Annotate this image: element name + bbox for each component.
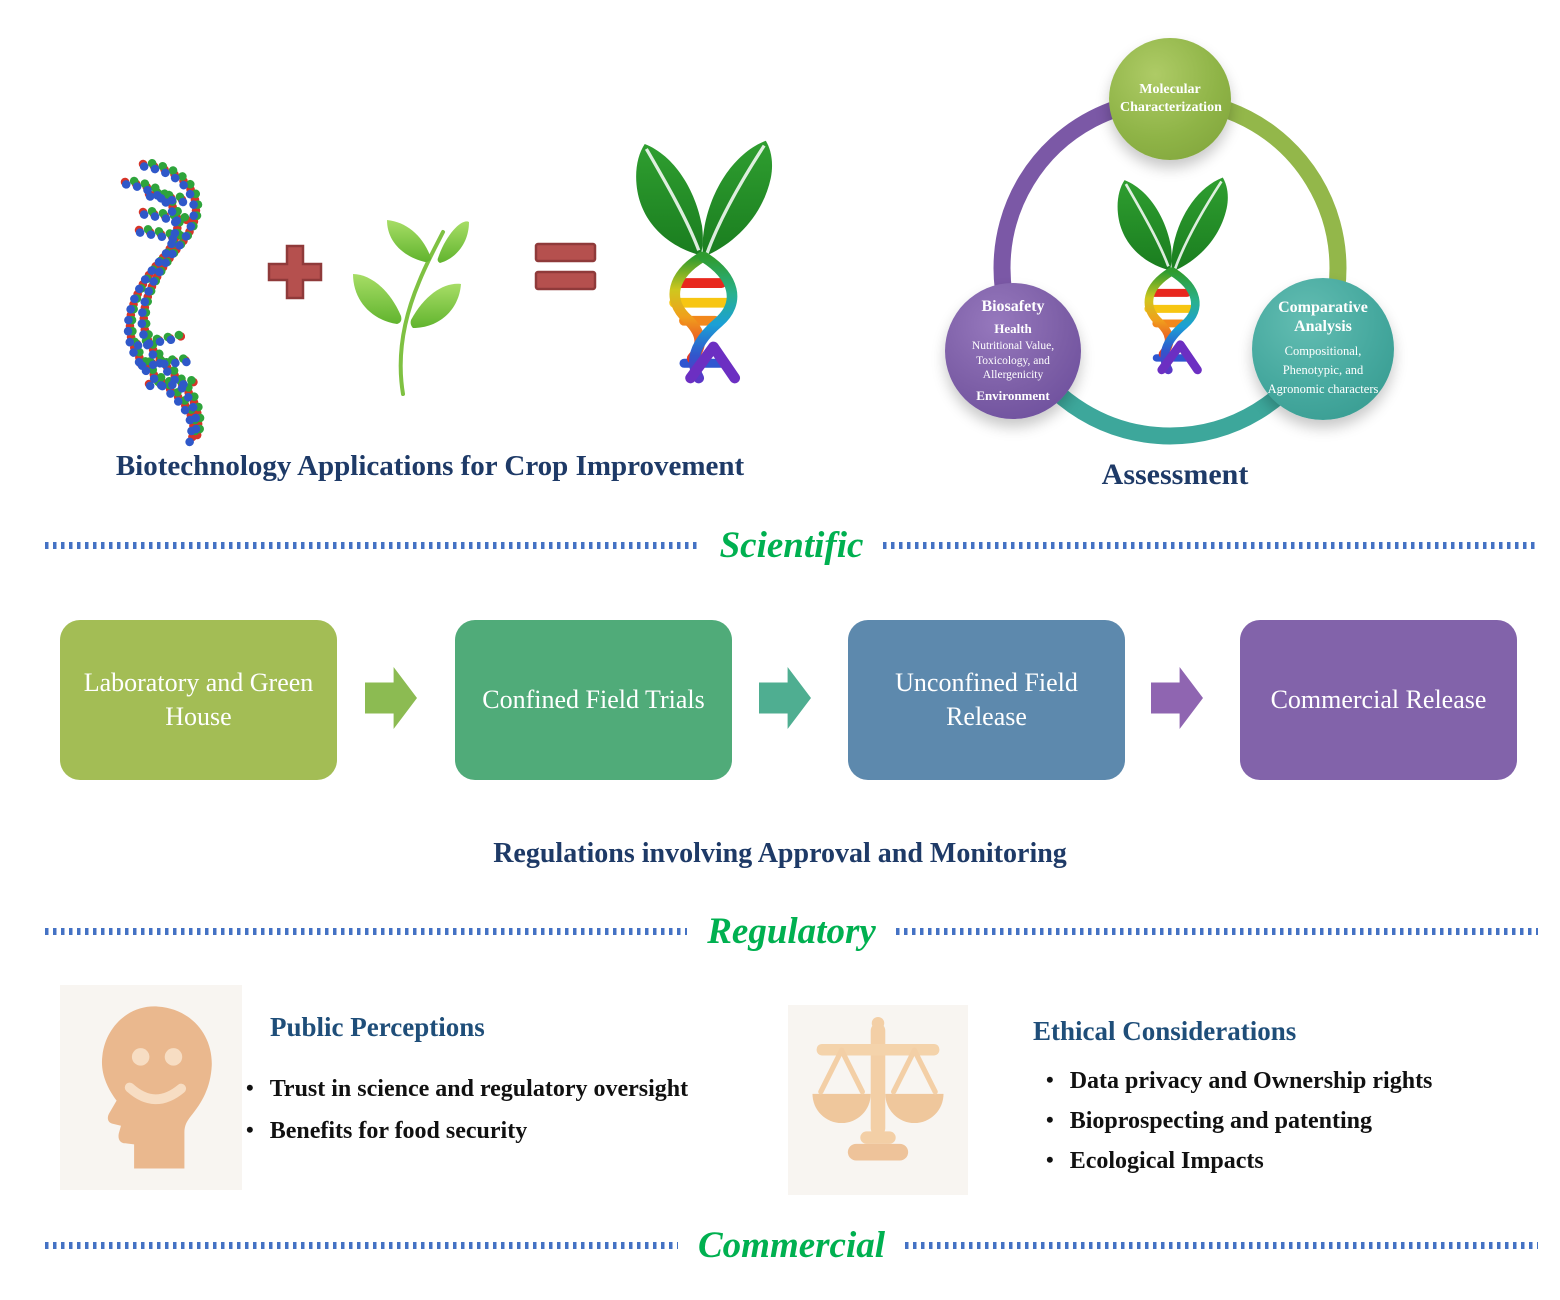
divider-label: Scientific bbox=[719, 524, 864, 566]
balance-scales-icon bbox=[812, 1016, 944, 1161]
stage-unconfined-field-release: Unconfined Field Release bbox=[848, 620, 1125, 780]
dna-beads-icon bbox=[118, 157, 205, 448]
circle-molecular-characterization: Molecular Characterization bbox=[1109, 38, 1231, 160]
bullet-item: Data privacy and Ownership rights bbox=[1046, 1061, 1433, 1101]
equals-icon bbox=[534, 242, 597, 291]
dotted-line bbox=[45, 1241, 678, 1249]
public-perceptions-bullets: Trust in science and regulatory oversigh… bbox=[246, 1068, 688, 1152]
divider-label: Commercial bbox=[697, 1224, 886, 1266]
stage-confined-field-trials: Confined Field Trials bbox=[455, 620, 732, 780]
stage-label: Commercial Release bbox=[1270, 685, 1487, 715]
arrow-right-icon bbox=[759, 667, 811, 729]
smiling-head-icon bbox=[101, 1006, 212, 1169]
assessment-caption: Assessment bbox=[1101, 458, 1249, 491]
stage-label: Laboratory and Green House bbox=[83, 668, 314, 731]
circle-subtitle: Environment bbox=[976, 387, 1050, 403]
bullet-item: Ecological Impacts bbox=[1046, 1141, 1432, 1181]
circle-title: Molecular Characterization bbox=[1120, 81, 1222, 115]
circle-body: Compositional, Phenotypic, and Agronomic… bbox=[1267, 343, 1379, 397]
equation-title: Biotechnology Applications for Crop Impr… bbox=[115, 450, 745, 482]
dotted-line bbox=[45, 927, 688, 935]
stage-laboratory-greenhouse: Laboratory and Green House bbox=[60, 620, 337, 780]
gm-plant-dna-icon bbox=[1098, 172, 1244, 378]
plant-sprig-icon bbox=[353, 220, 469, 396]
stage-label: Unconfined Field Release bbox=[895, 668, 1078, 731]
stage-label: Confined Field Trials bbox=[482, 685, 705, 715]
dotted-line bbox=[895, 927, 1538, 935]
ethical-considerations-title: Ethical Considerations bbox=[1033, 1016, 1297, 1046]
plus-icon bbox=[267, 244, 323, 300]
arrow-right-icon bbox=[365, 667, 417, 729]
circle-subtitle: Health bbox=[994, 321, 1032, 337]
dotted-line bbox=[883, 541, 1538, 549]
circle-biosafety: Biosafety Health Nutritional Value, Toxi… bbox=[945, 283, 1081, 419]
dotted-line bbox=[45, 541, 700, 549]
divider-regulatory: Regulatory bbox=[45, 908, 1538, 954]
bullet-item: Bioprospecting and patenting bbox=[1046, 1101, 1432, 1141]
circle-title: Comparative Analysis bbox=[1278, 299, 1368, 336]
circle-body: Nutritional Value, Toxicology, and Aller… bbox=[971, 340, 1055, 382]
bullet-item: Trust in science and regulatory oversigh… bbox=[246, 1068, 688, 1110]
ethical-considerations-bullets: Data privacy and Ownership rights Biopro… bbox=[1046, 1061, 1433, 1181]
divider-label: Regulatory bbox=[707, 910, 876, 952]
arrow-right-icon bbox=[1151, 667, 1203, 729]
public-perceptions-title: Public Perceptions bbox=[270, 1012, 485, 1042]
circle-comparative-analysis: Comparative Analysis Compositional, Phen… bbox=[1252, 278, 1394, 420]
bullet-item: Benefits for food security bbox=[246, 1110, 688, 1152]
stage-commercial-release: Commercial Release bbox=[1240, 620, 1517, 780]
divider-commercial: Commercial bbox=[45, 1222, 1539, 1268]
circle-title: Biosafety bbox=[981, 298, 1045, 316]
gm-plant-dna-icon bbox=[612, 112, 792, 410]
divider-scientific: Scientific bbox=[45, 522, 1538, 568]
assessment-diagram: Molecular Characterization Biosafety Hea… bbox=[940, 10, 1410, 515]
dotted-line bbox=[905, 1241, 1539, 1249]
pipeline-caption: Regulations involving Approval and Monit… bbox=[493, 838, 1067, 869]
